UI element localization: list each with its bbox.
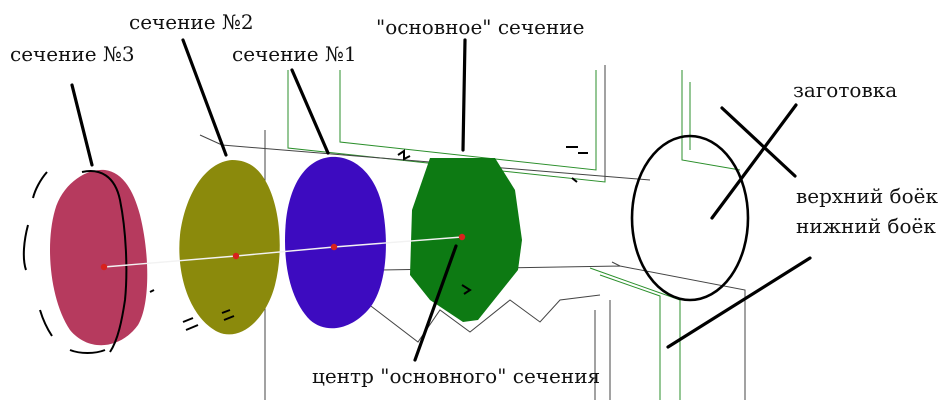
section-1-center <box>330 243 338 251</box>
label-main-center: центр "основного" сечения <box>312 364 601 388</box>
workpiece-outline <box>630 134 750 302</box>
label-workpiece: заготовка <box>793 78 898 102</box>
main-section-center <box>458 233 466 241</box>
section-2-shape <box>179 160 280 335</box>
centre-line <box>103 236 463 268</box>
center-dots <box>100 233 466 271</box>
label-section-2: сечение №2 <box>129 10 254 34</box>
section-1-shape <box>285 156 386 329</box>
leader-main-section <box>461 38 467 152</box>
leader-lines <box>70 38 812 362</box>
main-section-shape <box>410 158 522 322</box>
section-2-center <box>232 252 240 260</box>
leader-section-1 <box>290 68 330 155</box>
section-3-center <box>100 263 108 271</box>
leader-section-2 <box>181 38 228 157</box>
ink-marks <box>149 146 588 331</box>
lower-die-outline <box>589 267 681 400</box>
upper-die-right-outline <box>681 70 741 171</box>
label-main-section: "основное" сечение <box>376 15 585 39</box>
leader-lower-die <box>666 256 812 349</box>
leader-main-center <box>413 244 458 362</box>
label-section-1: сечение №1 <box>232 42 357 66</box>
label-section-3: сечение №3 <box>10 42 135 66</box>
label-lower-die: нижний боёк <box>796 214 936 238</box>
section-3-scribbles <box>22 170 128 354</box>
label-upper-die: верхний боёк <box>796 184 938 208</box>
leader-upper-die <box>720 106 797 178</box>
section-3-shape <box>50 169 148 346</box>
leader-workpiece <box>710 103 798 220</box>
leader-section-3 <box>70 83 94 167</box>
